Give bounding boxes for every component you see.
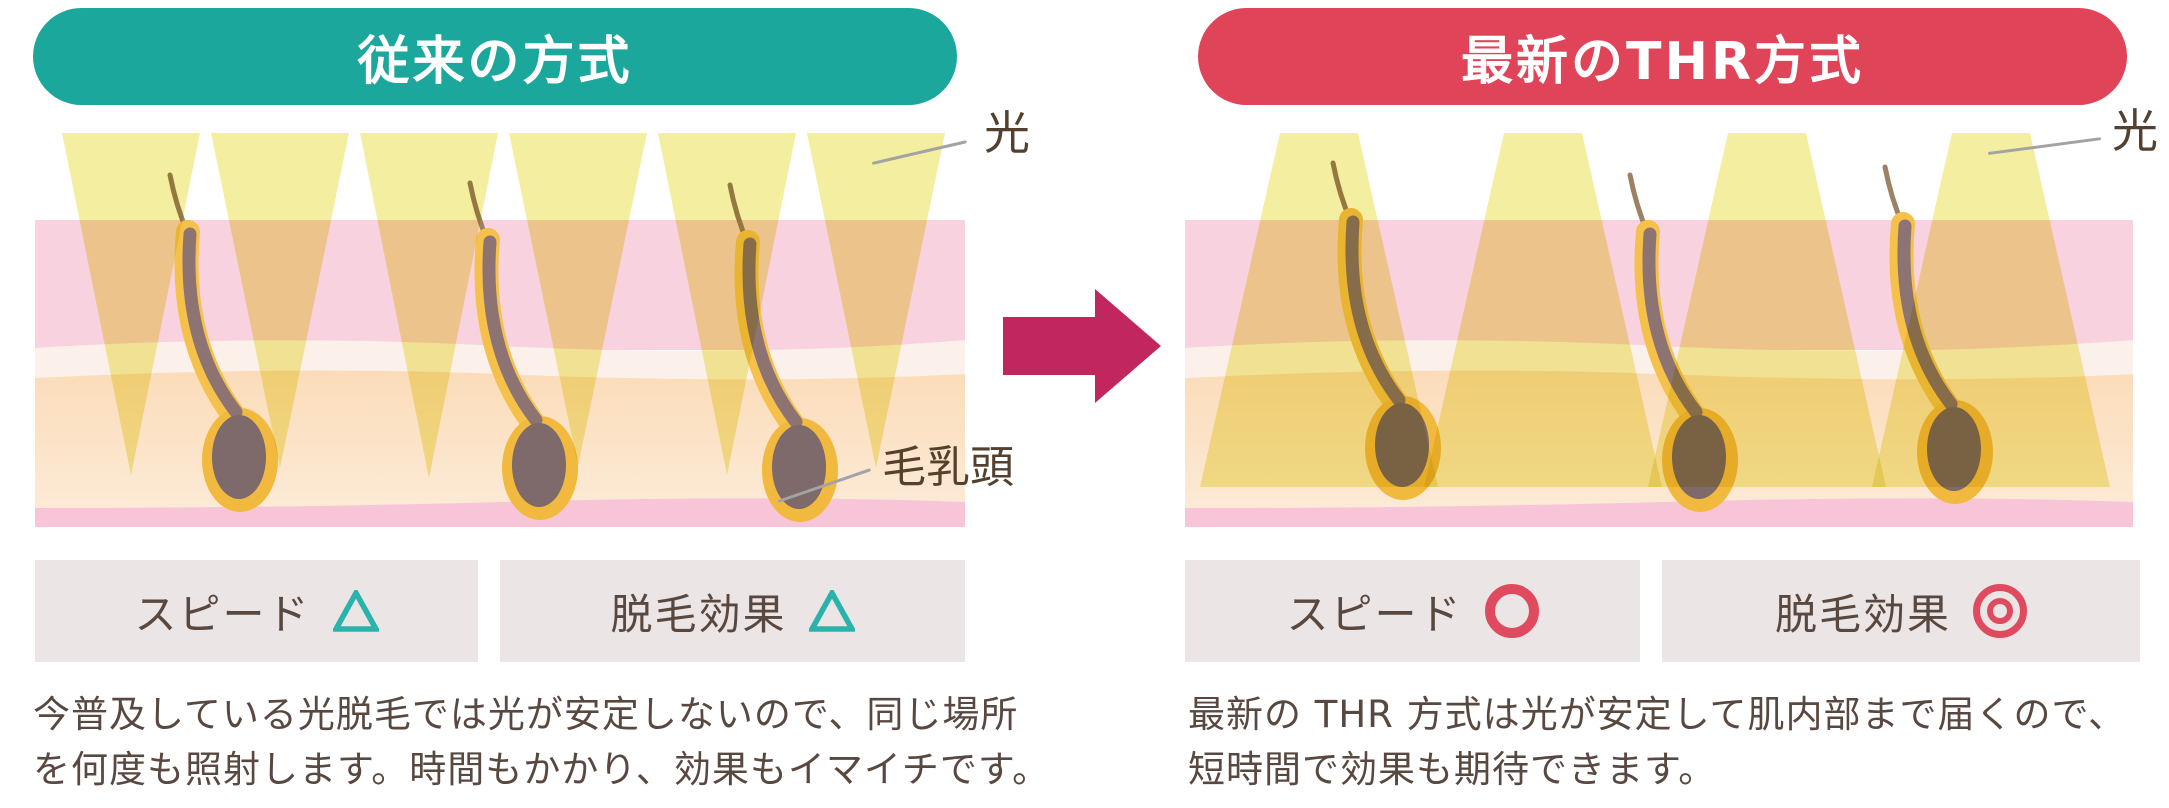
right-method-title: 最新のTHR方式 [1460,32,1865,92]
left-description-line2: を何度も照射します。時間もかかり、効果もイマイチです。 [33,747,1051,791]
right-speed-label: スピード [1286,589,1463,639]
right-skin-diagram [1185,133,2133,527]
right-light-beams [1200,133,2110,487]
right-effect-rating: 脱毛効果 [1662,560,2140,662]
rating-circle-icon [1484,584,1539,638]
rating-double-circle-inner [1987,598,2013,624]
right-rating-row: スピード 脱毛効果 [1185,560,2140,662]
left-speed-rating: スピード [35,560,478,662]
left-speed-label: スピード [134,589,311,639]
left-rating-row: スピード 脱毛効果 [35,560,965,662]
rating-triangle-icon [808,590,855,632]
left-description-line1: 今普及している光脱毛では光が安定しないので、同じ場所 [33,693,1019,736]
right-light-label: 光 [2112,104,2158,158]
rating-double-circle-icon [1973,584,2027,638]
left-description: 今普及している光脱毛では光が安定しないので、同じ場所 を何度も照射します。時間も… [33,688,1050,798]
left-light-beams [62,133,945,478]
left-light-label: 光 [984,106,1030,160]
right-description: 最新の THR 方式は光が安定して肌内部まで届くので、 短時間で効果も期待できま… [1188,688,2126,798]
right-description-line1: 最新の THR 方式は光が安定して肌内部まで届くので、 [1188,693,2127,736]
right-description-line2: 短時間で効果も期待できます。 [1188,747,1717,791]
left-effect-rating: 脱毛効果 [500,560,965,662]
left-skin-diagram [35,133,965,530]
right-speed-rating: スピード [1185,560,1640,662]
right-method-header: 最新のTHR方式 [1198,8,2127,105]
left-method-title: 従来の方式 [357,32,633,92]
papilla-label: 毛乳頭 [882,442,1014,493]
right-effect-label: 脱毛効果 [1774,589,1951,639]
right-arrow-icon [1003,289,1161,403]
left-effect-label: 脱毛効果 [610,589,787,639]
left-method-header: 従来の方式 [33,8,957,105]
rating-triangle-icon [332,590,379,632]
